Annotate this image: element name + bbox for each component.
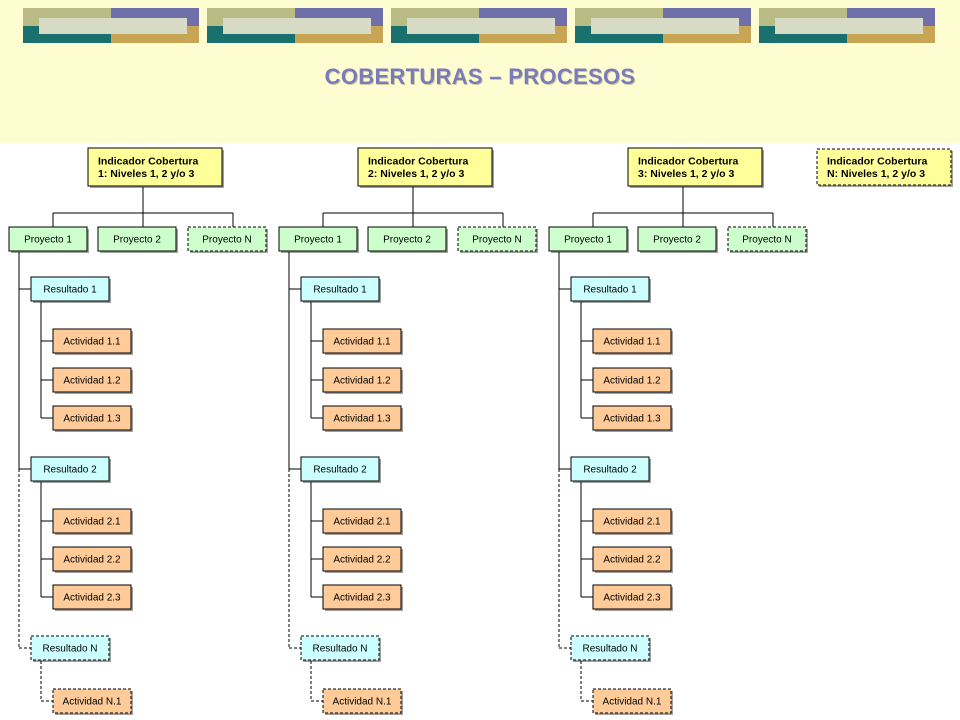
project-box-2-label: Proyecto 2	[383, 235, 431, 246]
project-box-1-label: Proyecto 1	[564, 235, 612, 246]
project-box-2-label: Proyecto 2	[653, 235, 701, 246]
result-box-2-label: Resultado 2	[313, 465, 367, 476]
activity-box: Actividad 1.3	[52, 405, 133, 432]
decorative-tile	[759, 8, 935, 43]
activity-box: Actividad 1.3	[322, 405, 403, 432]
activity-box: Actividad 2.2	[592, 546, 673, 573]
project-box-1-label: Proyecto 1	[24, 235, 72, 246]
activity-box-label: Actividad N.1	[63, 697, 122, 708]
result-box-2: Resultado 2	[570, 456, 651, 483]
project-box-3-label: Proyecto N	[472, 235, 521, 246]
decorative-tile	[391, 8, 567, 43]
result-box-1-label: Resultado 1	[313, 285, 367, 296]
result-box-3-label: Resultado N	[42, 644, 97, 655]
result-box-2: Resultado 2	[300, 456, 381, 483]
page-title: COBERTURAS – PROCESOS	[324, 64, 636, 89]
activity-box-label: Actividad 1.2	[603, 376, 661, 387]
activity-box-label: Actividad 2.3	[603, 593, 661, 604]
project-box-1: Proyecto 1	[278, 226, 359, 253]
activity-box: Actividad 1.1	[592, 328, 673, 355]
indicator-box-3-label: Indicador Cobertura	[638, 155, 739, 167]
result-box-1-label: Resultado 1	[43, 285, 97, 296]
indicator-box-4-label: N: Niveles 1, 2 y/o 3	[827, 168, 925, 180]
activity-box-label: Actividad 1.1	[63, 337, 121, 348]
activity-box-label: Actividad N.1	[603, 697, 662, 708]
activity-box: Actividad N.1	[592, 688, 673, 715]
activity-box-label: Actividad 2.3	[333, 593, 391, 604]
result-box-1: Resultado 1	[30, 276, 111, 303]
activity-box: Actividad 1.2	[592, 367, 673, 394]
result-box-2: Resultado 2	[30, 456, 111, 483]
activity-box: Actividad 2.2	[52, 546, 133, 573]
activity-box-label: Actividad 1.3	[63, 414, 121, 425]
activity-box: Actividad 2.3	[322, 584, 403, 611]
result-box-3-label: Resultado N	[582, 644, 637, 655]
result-box-2-label: Resultado 2	[43, 465, 97, 476]
result-box-1: Resultado 1	[570, 276, 651, 303]
activity-box-label: Actividad 2.1	[333, 517, 391, 528]
result-box-3-label: Resultado N	[312, 644, 367, 655]
result-box-2-label: Resultado 2	[583, 465, 637, 476]
project-box-1: Proyecto 1	[8, 226, 89, 253]
activity-box: Actividad 1.2	[322, 367, 403, 394]
activity-box-label: Actividad 1.3	[603, 414, 661, 425]
indicator-box-4-label: Indicador Cobertura	[827, 155, 928, 167]
project-box-3-label: Proyecto N	[202, 235, 251, 246]
activity-box-label: Actividad 1.3	[333, 414, 391, 425]
activity-box-label: Actividad 2.2	[603, 555, 661, 566]
result-box-1: Resultado 1	[300, 276, 381, 303]
indicator-box-1-label: 1: Niveles 1, 2 y/o 3	[98, 168, 194, 180]
activity-box: Actividad N.1	[52, 688, 133, 715]
project-box-2-label: Proyecto 2	[113, 235, 161, 246]
result-box-3: Resultado N	[570, 635, 651, 662]
decorative-tile	[207, 8, 383, 43]
activity-box-label: Actividad 2.2	[333, 555, 391, 566]
activity-box-label: Actividad 1.2	[333, 376, 391, 387]
indicator-box-2-label: Indicador Cobertura	[368, 155, 469, 167]
activity-box: Actividad 2.3	[52, 584, 133, 611]
activity-box-label: Actividad 1.1	[603, 337, 661, 348]
activity-box-label: Actividad 2.1	[603, 517, 661, 528]
decorative-tile	[575, 8, 751, 43]
activity-box: Actividad 2.3	[592, 584, 673, 611]
project-box-3: Proyecto N	[727, 226, 808, 253]
activity-box-label: Actividad 1.1	[333, 337, 391, 348]
indicator-box-3-label: 3: Niveles 1, 2 y/o 3	[638, 168, 734, 180]
header-banner: COBERTURAS – PROCESOS	[0, 0, 960, 143]
project-box-2: Proyecto 2	[637, 226, 718, 253]
activity-box-label: Actividad 2.2	[63, 555, 121, 566]
activity-box: Actividad N.1	[322, 688, 403, 715]
project-box-2: Proyecto 2	[367, 226, 448, 253]
result-box-3: Resultado N	[30, 635, 111, 662]
project-box-1: Proyecto 1	[548, 226, 629, 253]
project-box-1-label: Proyecto 1	[294, 235, 342, 246]
project-box-3: Proyecto N	[457, 226, 538, 253]
indicator-box-1-label: Indicador Cobertura	[98, 155, 199, 167]
activity-box: Actividad 2.1	[322, 508, 403, 535]
activity-box-label: Actividad N.1	[333, 697, 392, 708]
activity-box: Actividad 2.1	[592, 508, 673, 535]
activity-box-label: Actividad 2.1	[63, 517, 121, 528]
activity-box: Actividad 2.1	[52, 508, 133, 535]
project-box-2: Proyecto 2	[97, 226, 178, 253]
activity-box: Actividad 1.2	[52, 367, 133, 394]
decorative-tile	[23, 8, 199, 43]
activity-box: Actividad 1.1	[52, 328, 133, 355]
activity-box: Actividad 2.2	[322, 546, 403, 573]
activity-box: Actividad 1.1	[322, 328, 403, 355]
result-box-1-label: Resultado 1	[583, 285, 637, 296]
indicator-box-2-label: 2: Niveles 1, 2 y/o 3	[368, 168, 464, 180]
activity-box-label: Actividad 1.2	[63, 376, 121, 387]
project-box-3-label: Proyecto N	[742, 235, 791, 246]
activity-box-label: Actividad 2.3	[63, 593, 121, 604]
result-box-3: Resultado N	[300, 635, 381, 662]
project-box-3: Proyecto N	[187, 226, 268, 253]
activity-box: Actividad 1.3	[592, 405, 673, 432]
